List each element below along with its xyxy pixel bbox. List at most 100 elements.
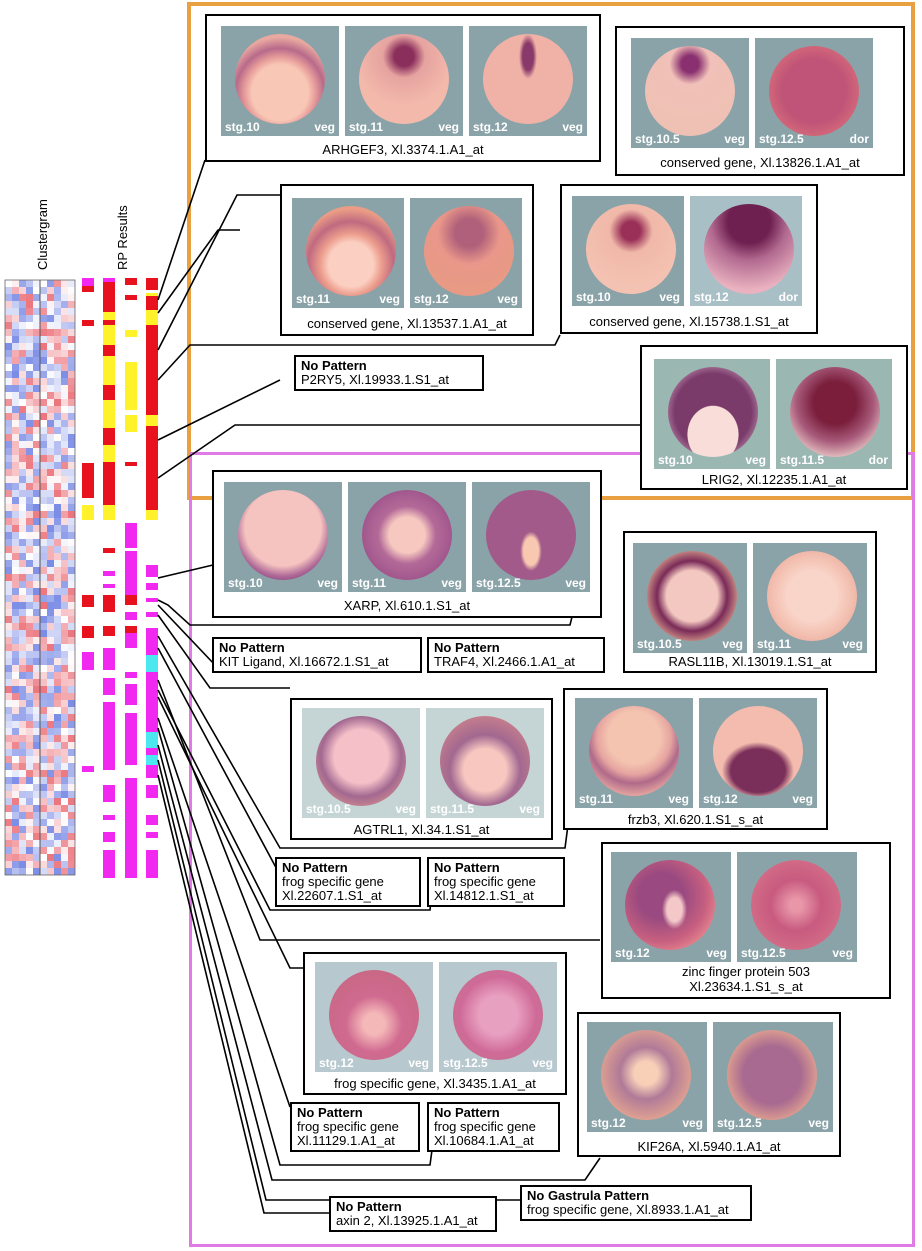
heatmap-cell: [12, 497, 19, 504]
heatmap-cell: [12, 707, 19, 714]
heatmap-cell: [54, 308, 61, 315]
heatmap-cell: [47, 847, 54, 854]
heatmap-cell: [5, 511, 12, 518]
heatmap-cell: [26, 567, 33, 574]
heatmap-cell: [54, 868, 61, 875]
heatmap-cell: [5, 833, 12, 840]
heatmap-cell: [12, 301, 19, 308]
heatmap-cell: [68, 315, 75, 322]
heatmap-cell: [33, 476, 40, 483]
heatmap-cell: [33, 868, 40, 875]
heatmap-cell: [19, 749, 26, 756]
heatmap-cell: [68, 742, 75, 749]
heatmap-cell: [5, 343, 12, 350]
heatmap-cell: [12, 315, 19, 322]
heatmap-cell: [61, 588, 68, 595]
heatmap-cell: [5, 609, 12, 616]
heatmap-cell: [33, 616, 40, 623]
heatmap-cell: [40, 672, 47, 679]
heatmap-cell: [68, 378, 75, 385]
heatmap-cell: [12, 280, 19, 287]
heatmap-cell: [40, 847, 47, 854]
heatmap-cell: [68, 392, 75, 399]
heatmap-cell: [33, 294, 40, 301]
heatmap-cell: [47, 329, 54, 336]
heatmap-cell: [47, 364, 54, 371]
heatmap-cell: [47, 777, 54, 784]
heatmap-cell: [12, 455, 19, 462]
heatmap-cell: [61, 336, 68, 343]
heatmap-cell: [68, 791, 75, 798]
heatmap-cell: [68, 651, 75, 658]
heatmap-cell: [26, 763, 33, 770]
heatmap-cell: [26, 665, 33, 672]
heatmap-cell: [19, 665, 26, 672]
heatmap-cell: [26, 854, 33, 861]
heatmap-cell: [26, 812, 33, 819]
heatmap-cell: [5, 679, 12, 686]
heatmap-cell: [26, 756, 33, 763]
heatmap-cell: [61, 364, 68, 371]
rp-result-segment: [146, 325, 158, 415]
heatmap-cell: [61, 777, 68, 784]
heatmap-cell: [19, 364, 26, 371]
heatmap-cell: [54, 287, 61, 294]
gene-caption: frzb3, Xl.620.1.S1_s_at: [627, 812, 764, 827]
rp-result-segment: [146, 583, 158, 590]
magenta-group-frame: [189, 452, 915, 1247]
heatmap-cell: [54, 777, 61, 784]
no-pattern-xl14812: No Pattern frog specific gene Xl.14812.1…: [427, 857, 565, 907]
heatmap-cell: [61, 868, 68, 875]
rp-result-segment: [146, 278, 158, 290]
heatmap-cell: [54, 763, 61, 770]
heatmap-cell: [33, 588, 40, 595]
heatmap-cell: [33, 301, 40, 308]
heatmap-cell: [61, 280, 68, 287]
rp-result-segment: [125, 684, 137, 705]
heatmap-cell: [68, 336, 75, 343]
heatmap-cell: [61, 672, 68, 679]
heatmap-cell: [61, 329, 68, 336]
heatmap-cell: [33, 413, 40, 420]
rp-result-segment: [82, 595, 94, 607]
gene-caption-line1: zinc finger protein 503: [682, 964, 810, 979]
heatmap-cell: [26, 483, 33, 490]
gene-caption: conserved gene, Xl.15738.1.S1_at: [589, 314, 789, 329]
heatmap-cell: [12, 763, 19, 770]
heatmap-cell: [47, 763, 54, 770]
heatmap-cell: [68, 721, 75, 728]
heatmap-cell: [68, 448, 75, 455]
heatmap-cell: [26, 406, 33, 413]
heatmap-cell: [68, 819, 75, 826]
heatmap-cell: [54, 700, 61, 707]
heatmap-cell: [5, 567, 12, 574]
heatmap-cell: [26, 350, 33, 357]
heatmap-cell: [61, 714, 68, 721]
heatmap-cell: [33, 840, 40, 847]
rp-result-segment: [125, 330, 137, 337]
heatmap-cell: [61, 497, 68, 504]
heatmap-cell: [19, 854, 26, 861]
heatmap-cell: [54, 357, 61, 364]
heatmap-cell: [68, 490, 75, 497]
heatmap-cell: [12, 616, 19, 623]
heatmap-cell: [40, 658, 47, 665]
heatmap-cell: [19, 343, 26, 350]
heatmap-cell: [5, 665, 12, 672]
heatmap-cell: [61, 854, 68, 861]
heatmap-cell: [40, 350, 47, 357]
heatmap-cell: [40, 539, 47, 546]
heatmap-cell: [33, 623, 40, 630]
heatmap-cell: [54, 427, 61, 434]
heatmap-cell: [33, 700, 40, 707]
heatmap-cell: [5, 441, 12, 448]
heatmap-cell: [19, 483, 26, 490]
heatmap-cell: [33, 539, 40, 546]
heatmap-cell: [61, 735, 68, 742]
